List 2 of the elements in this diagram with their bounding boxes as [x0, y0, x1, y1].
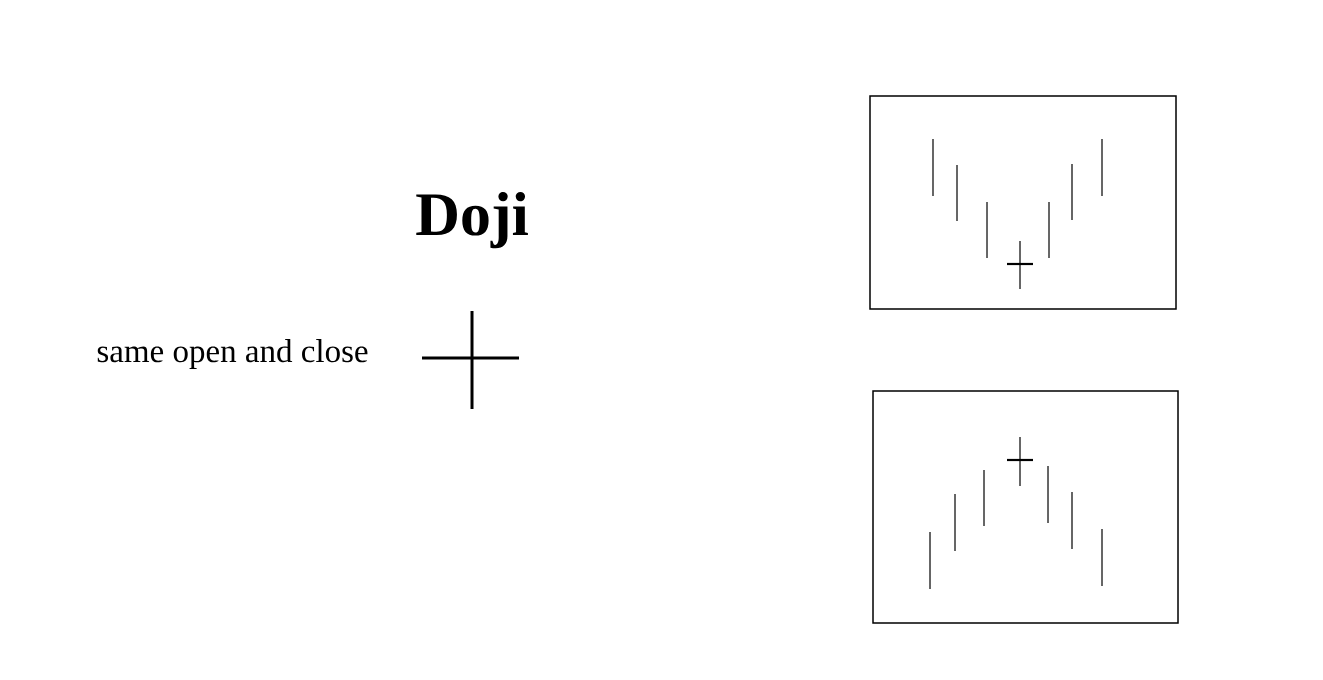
label-text: same open and close: [97, 339, 368, 369]
title: Doji: [416, 191, 528, 249]
